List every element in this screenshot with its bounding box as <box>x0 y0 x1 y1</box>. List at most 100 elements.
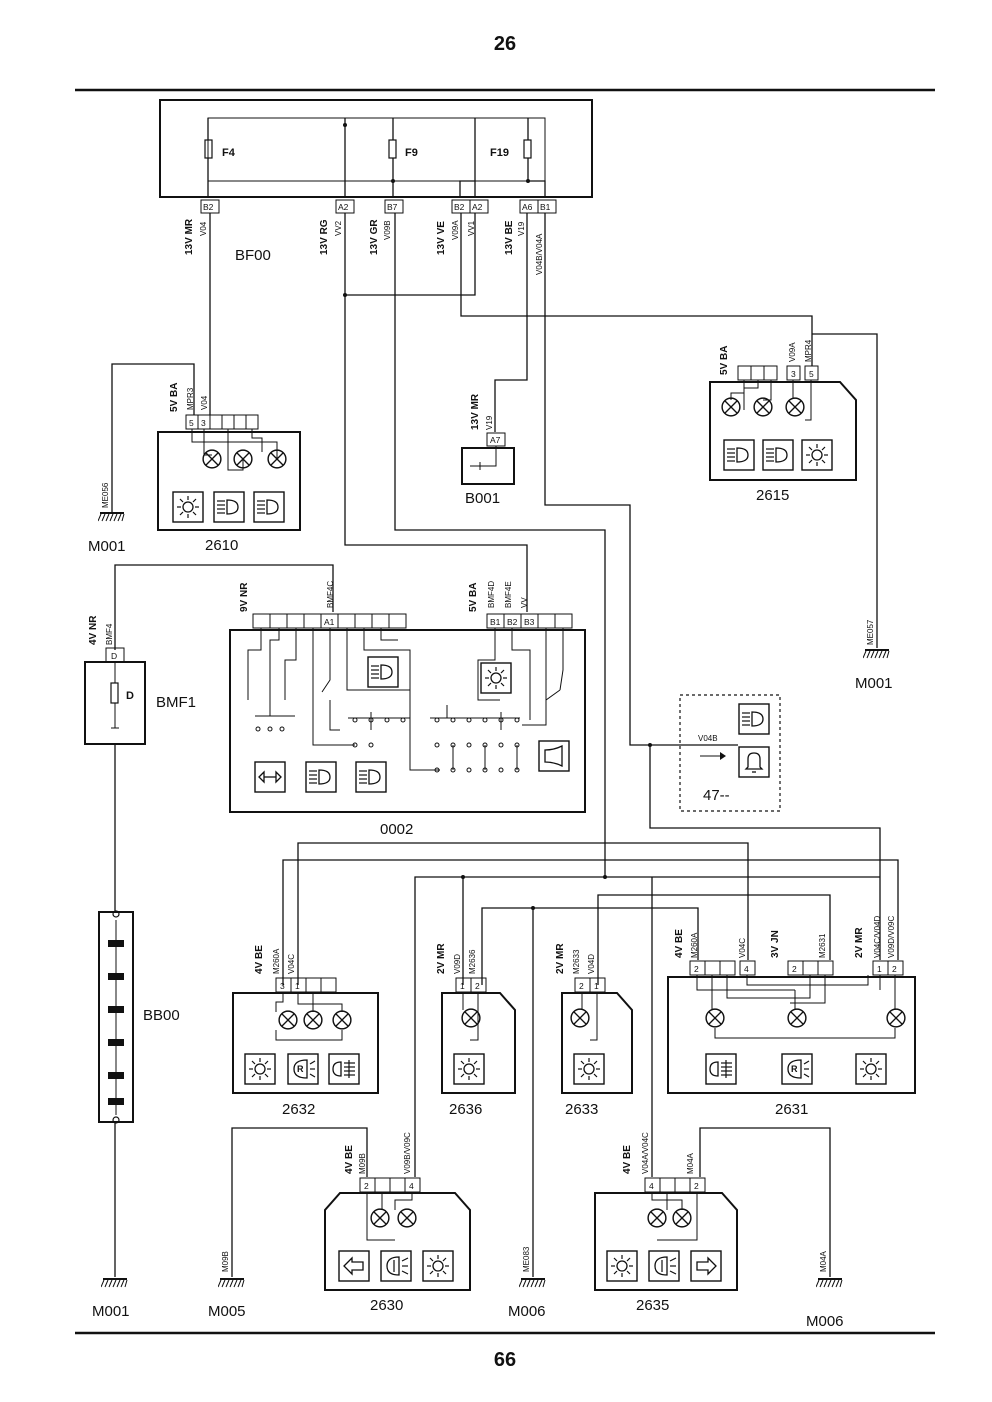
ground-icon <box>863 649 890 659</box>
page-number-top: 26 <box>494 33 516 55</box>
ground-m006-b: M04A M006 <box>806 1250 844 1330</box>
c2631-pin: 1 <box>877 964 882 974</box>
c0002-wire: VV <box>520 597 529 608</box>
c2610-vlabel: 5V BA <box>169 383 180 412</box>
c2631-vlabel: 3V JN <box>770 930 781 958</box>
c2635-pin: 4 <box>649 1181 654 1191</box>
c2633-vlabel: 2V MR <box>555 943 566 974</box>
ground-wire: M09B <box>221 1251 230 1272</box>
ground-wire: M04A <box>819 1250 828 1272</box>
c2632-pin: 3 <box>280 981 285 991</box>
bulb-icon <box>278 1010 298 1030</box>
c2630-vlabel: 4V BE <box>344 1145 355 1174</box>
c2631-id: 2631 <box>775 1101 808 1118</box>
c2631-pin: 2 <box>892 964 897 974</box>
reversing-light-icon <box>781 1053 813 1085</box>
c2631-pin: 2 <box>694 964 699 974</box>
ground-label: M001 <box>88 538 126 555</box>
c2630-pin: 2 <box>364 1181 369 1191</box>
c0002-wire: BMF4E <box>504 581 513 608</box>
sidelight-icon <box>855 1053 887 1085</box>
c0002-wire: BMF4C <box>326 581 335 608</box>
ground-icon <box>98 512 125 522</box>
c2631-wire: V04C/V04D <box>873 916 882 958</box>
ground-m001-c: M001 <box>92 1278 130 1320</box>
sidelight-icon <box>172 491 204 523</box>
fuse-f19-label: F19 <box>490 147 509 159</box>
sidelight-icon <box>480 662 512 694</box>
fusebox-bf00: F4 F9 F19 B2 A2 B7 B2 A2 A6 B1 13V MR 13… <box>159 99 593 275</box>
c0002-pin: B2 <box>507 617 518 627</box>
c2636-pin: 2 <box>475 981 480 991</box>
c2610-id: 2610 <box>205 537 238 554</box>
c2636-pin: 1 <box>460 981 465 991</box>
c2632-vlabel: 4V BE <box>254 945 265 974</box>
ground-label: M006 <box>806 1313 844 1330</box>
c2636-wire: M2636 <box>468 949 477 974</box>
c2610-wire: V04 <box>200 395 209 410</box>
fusebox-wire: V19 <box>517 221 526 236</box>
ground-m006-a: ME083 M006 <box>508 1246 546 1320</box>
c2630-pin: 4 <box>409 1181 414 1191</box>
bulb-icon <box>721 397 741 417</box>
main-beam-icon <box>367 656 399 688</box>
component-2630: 2 4 4V BE M09B V09B/V09C 2630 <box>324 1132 471 1314</box>
b001-vlabel: 13V MR <box>470 393 481 430</box>
c2631-wire: V04C <box>738 938 747 958</box>
sidelight-icon <box>801 439 833 471</box>
sidelight-icon <box>422 1250 454 1282</box>
b001-pin: A7 <box>490 435 501 445</box>
c2631-vlabel: 2V MR <box>854 927 865 958</box>
main-beam-icon <box>305 761 337 793</box>
c2631-wire: V09D/V09C <box>887 916 896 958</box>
bulb-icon <box>705 1008 725 1028</box>
c2631-wire: M2631 <box>818 933 827 958</box>
headlamp-icon <box>380 1250 412 1282</box>
sidelight-icon <box>606 1250 638 1282</box>
dipped-beam-icon <box>738 703 770 735</box>
fusebox-vlabel: 13V GR <box>369 219 380 255</box>
bulb-icon <box>753 397 773 417</box>
fusebox-vlabel: 13V BE <box>504 220 515 255</box>
c0002-pin: B3 <box>524 617 535 627</box>
sidelight-icon <box>573 1053 605 1085</box>
c2631-pin: 2 <box>792 964 797 974</box>
fusebox-pin: B2 <box>203 202 214 212</box>
fusebox-id: BF00 <box>235 247 271 264</box>
bmf1-pin: D <box>111 651 117 661</box>
c2632-id: 2632 <box>282 1101 315 1118</box>
fusebox-pin: B2 <box>454 202 465 212</box>
c0002-pin: A1 <box>324 617 335 627</box>
component-2636: 1 2 2V MR V09D M2636 2636 <box>436 943 516 1118</box>
c2610-wire: MPR3 <box>186 387 195 410</box>
indicator-left-icon <box>338 1250 370 1282</box>
c2615-pin: 5 <box>809 369 814 379</box>
fuse-f9-symbol <box>388 139 397 159</box>
bulb-icon <box>672 1208 692 1228</box>
c2633-wire: M2633 <box>572 949 581 974</box>
dipped-beam-icon <box>762 439 794 471</box>
bulb-icon <box>397 1208 417 1228</box>
bulb-icon <box>785 397 805 417</box>
ground-icon <box>816 1278 843 1288</box>
c2635-wire: M04A <box>686 1152 695 1174</box>
reversing-light-icon <box>287 1053 319 1085</box>
component-2615: 3 5 5V BA V09A MPR4 2615 <box>709 339 857 504</box>
c2636-vlabel: 2V MR <box>436 943 447 974</box>
ground-icon <box>101 1278 128 1288</box>
warning-bell-icon <box>738 746 770 778</box>
bb00-id: BB00 <box>143 1007 180 1024</box>
bulb-icon <box>787 1008 807 1028</box>
c2636-wire: V09D <box>453 954 462 974</box>
dipped-beam-icon <box>355 761 387 793</box>
dipped-beam-icon <box>213 491 245 523</box>
c47-id: 47-- <box>703 787 730 804</box>
bulb-icon <box>570 1008 590 1028</box>
component-0002: A1 B1 B2 B3 9V NR BMF4C 5V BA BMF4D BMF4… <box>229 581 586 838</box>
wires <box>111 213 899 1277</box>
bmf1-id: BMF1 <box>156 694 196 711</box>
bulb-icon <box>303 1010 323 1030</box>
ground-label: M001 <box>855 675 893 692</box>
ground-icon <box>519 1278 546 1288</box>
c2635-pin: 2 <box>694 1181 699 1191</box>
